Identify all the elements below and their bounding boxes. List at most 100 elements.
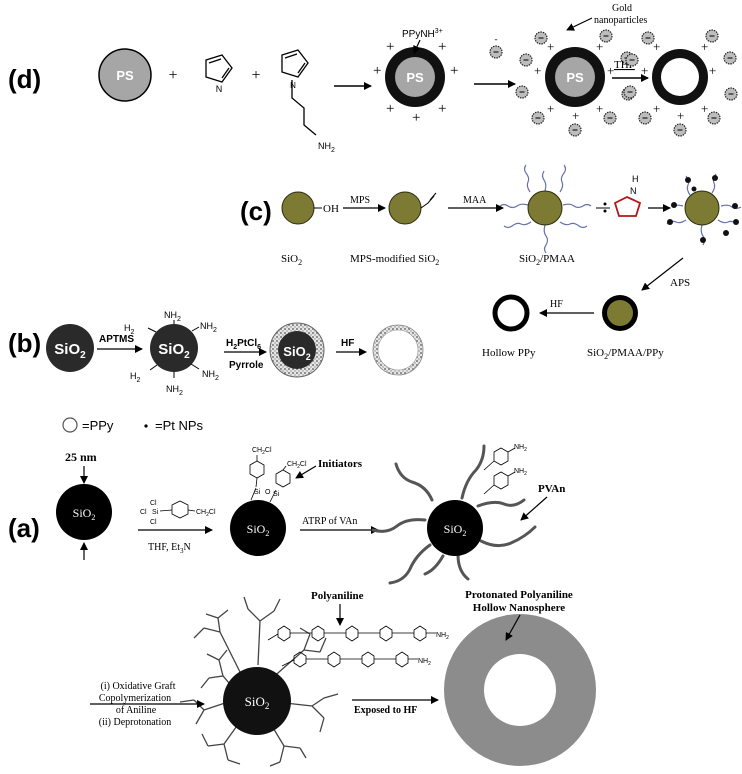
- aminopropyl-n-label: N: [290, 81, 296, 90]
- svg-text:+: +: [547, 101, 554, 116]
- svg-text:+: +: [572, 108, 579, 123]
- ps-core-label: PS: [566, 70, 584, 85]
- mps-label: MPS: [350, 195, 370, 206]
- ps-core: [395, 57, 435, 97]
- ch2cl-label: CH2Cl: [287, 461, 307, 470]
- nh2-label: NH2: [436, 632, 449, 641]
- panel-d: (d) PS + N + N NH2 PS PPyNH3+ + +: [8, 3, 738, 154]
- pvan-brushes: [371, 444, 537, 585]
- svg-text:+: +: [701, 101, 708, 116]
- pyrrole-n-label: N: [216, 84, 223, 94]
- hollow-ppy-label: Hollow PPy: [482, 347, 536, 359]
- ps-label: PS: [116, 68, 134, 83]
- amine-silica-sphere: [150, 324, 198, 372]
- silica-sphere: [56, 484, 112, 540]
- ch2cl-label: CH2Cl: [252, 447, 272, 456]
- svg-text:+: +: [701, 39, 708, 54]
- nh2-label: NH2: [514, 444, 527, 453]
- hollow-label-line1: Protonated Polyaniline: [465, 589, 573, 601]
- panel-c: (c) OH SiO2 MPS MPS-modified SiO2 MAA Si…: [240, 164, 742, 361]
- pointer-arrow: [295, 465, 317, 479]
- svg-text:NH2: NH2: [202, 369, 219, 382]
- aps-label: APS: [670, 277, 690, 289]
- positive-charges: + + + + + + +: [534, 39, 614, 123]
- pyrrole-n-label: N: [630, 186, 637, 196]
- legend-pt-icon: [144, 424, 148, 428]
- mps-silica-particle: [388, 191, 422, 225]
- benzene-ring-icon: [171, 500, 189, 519]
- svg-text:+: +: [373, 63, 381, 79]
- gold-nanoparticle-icon: [489, 45, 503, 59]
- svg-text:+: +: [709, 63, 716, 78]
- panel-label-d: (d): [8, 64, 41, 94]
- nh2-label: NH2: [514, 468, 527, 477]
- aminopropyl-pyrrole-molecule: [281, 49, 317, 136]
- panel-label-c: (c): [240, 196, 272, 226]
- silica-particle: [281, 191, 315, 225]
- pmaa-brushes: [499, 164, 592, 254]
- step1-line3: of Aniline: [116, 705, 157, 716]
- pyrrole-h-label: H: [632, 174, 639, 184]
- legend-pt: =Pt NPs: [155, 418, 204, 433]
- legend-ppy: =PPy: [82, 418, 114, 433]
- si-label: Si: [254, 489, 261, 496]
- polyaniline-chain-icon: [267, 625, 436, 668]
- maa-label: MAA: [463, 195, 487, 206]
- svg-text:+: +: [534, 63, 541, 78]
- reaction-arrow: [641, 257, 684, 291]
- svg-text:Cl: Cl: [140, 509, 147, 516]
- pointer-arrow: [566, 17, 593, 31]
- svg-text:Cl: Cl: [150, 500, 157, 507]
- svg-text:+: +: [438, 39, 446, 55]
- svg-text:Si: Si: [152, 509, 159, 516]
- svg-text:+: +: [677, 108, 684, 123]
- o-label: O: [265, 489, 271, 496]
- size-label: 25 nm: [65, 450, 97, 464]
- positive-charges: + + + + + + +: [641, 39, 716, 123]
- oh-label: OH: [323, 203, 339, 215]
- sio2-label: SiO2: [245, 694, 270, 711]
- aptms-label: APTMS: [99, 334, 134, 345]
- polyaniline-label: Polyaniline: [311, 590, 364, 602]
- initiator-molecules: [249, 455, 291, 503]
- svg-text:+: +: [386, 39, 394, 55]
- sio2-label: SiO2: [158, 341, 190, 361]
- adsorbed-pyrrole-dots: [667, 175, 739, 243]
- svg-text:NH2: NH2: [166, 384, 183, 397]
- gold-label-line2: nanoparticles: [594, 15, 647, 26]
- amine-groups: NH2 NH2 H2 H2 NH2 NH2: [124, 310, 219, 397]
- svg-text:-: -: [495, 34, 498, 44]
- polyaniline-branches: [179, 596, 339, 767]
- sio2-label: SiO2: [281, 253, 302, 267]
- hollow-label-line2: Hollow Nanosphere: [473, 602, 566, 614]
- h2ptcl6-label: H2PtCl6: [226, 338, 261, 351]
- step1-line1: (i) Oxidative Graft: [101, 681, 176, 692]
- sio2-pmaa-particle: [527, 190, 563, 226]
- sio2-pmaa-label: SiO2/PMAA: [519, 253, 575, 267]
- svg-text:+: +: [438, 101, 446, 117]
- pvan-silica-sphere: [427, 500, 483, 556]
- svg-text:+: +: [386, 101, 394, 117]
- aniline-groups: [483, 447, 516, 495]
- pointer-arrow: [413, 39, 421, 54]
- nh2-label: NH2: [418, 658, 431, 667]
- svg-text:+: +: [450, 63, 458, 79]
- nh2-label: NH2: [318, 141, 335, 154]
- silane-reagent: Cl Cl Cl Si CH2Cl: [140, 500, 216, 526]
- svg-text:+: +: [596, 39, 603, 54]
- svg-text:CH2Cl: CH2Cl: [196, 509, 216, 518]
- ps-bead: [98, 48, 152, 102]
- ps-core: [555, 57, 595, 97]
- svg-text:H2: H2: [124, 323, 135, 336]
- plus-sign: +: [168, 67, 177, 84]
- svg-text:NH2: NH2: [200, 321, 217, 334]
- sio2-label: SiO2: [54, 341, 86, 361]
- pyrrole-loaded-particle: [684, 190, 720, 226]
- sio2-label: SiO2: [73, 506, 96, 522]
- step2-label: (ii) Deprotonation: [99, 717, 171, 728]
- mps-modified-label: MPS-modified SiO2: [350, 253, 439, 267]
- initiators-label: Initiators: [318, 458, 363, 470]
- svg-text:+: +: [547, 39, 554, 54]
- polyaniline-silica-sphere: [223, 667, 291, 735]
